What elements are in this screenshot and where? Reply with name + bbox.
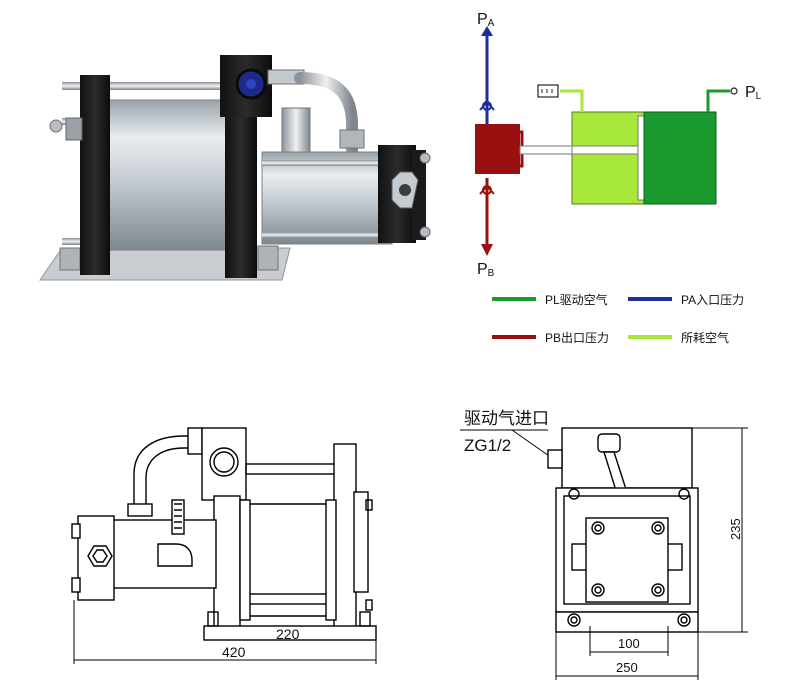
piston: [637, 115, 645, 201]
bent-pipe: [294, 72, 358, 156]
pa-label: PA: [477, 11, 495, 29]
side-hex-nut-inner: [92, 549, 108, 563]
pl-label: PL: [745, 84, 762, 102]
product-photo: [39, 55, 431, 281]
foot-left: [59, 247, 81, 271]
side-tie-rod-top: [245, 463, 337, 475]
booster-end-flange: [412, 150, 426, 240]
schematic: PA PB PL: [475, 11, 762, 279]
pl-pipe: [706, 89, 730, 112]
end-bolt-tl-in: [594, 524, 602, 532]
end-body-inner: [563, 495, 691, 605]
dim-220-label: 220: [276, 626, 300, 642]
end-bolt-tr: [651, 521, 665, 535]
booster-rod-top: [262, 160, 392, 166]
booster-cylinder: [261, 151, 393, 245]
end-base: [555, 611, 699, 633]
dim-100-label: 100: [618, 636, 640, 651]
side-fitting-lines: [174, 503, 182, 529]
side-view-drawing: [71, 427, 377, 664]
side-booster-end-flange: [71, 523, 81, 539]
end-valve-block: [561, 427, 693, 489]
side-end-plate-right: [333, 443, 357, 629]
legend-text-drive-air: PL驱动空气: [545, 292, 608, 307]
end-base-bolt-l: [567, 613, 581, 627]
side-base: [203, 625, 377, 641]
end-bolt-tr-in: [654, 524, 662, 532]
end-base-bolt-r: [677, 613, 691, 627]
end-inlet-fitting: [547, 449, 563, 469]
air-cylinder: [103, 99, 233, 251]
side-base-nub-r: [359, 611, 371, 627]
inlet-thread-label: ZG1/2: [464, 436, 511, 455]
side-hex-nut: [87, 545, 113, 567]
left-cap-strip: [65, 117, 83, 141]
side-pipe-nut-top: [187, 427, 203, 455]
end-base-bolt-l-in: [570, 616, 578, 624]
foot-right: [257, 245, 279, 271]
tie-rod-top: [62, 82, 252, 90]
end-bolt-tl: [591, 521, 605, 535]
muffler: [537, 84, 559, 98]
dim-250-label: 250: [616, 660, 638, 675]
booster-port: [399, 184, 411, 196]
pa-check-ball: [482, 101, 492, 111]
dim-420-label: 420: [222, 644, 246, 660]
left-nut: [49, 119, 63, 133]
end-top-nut-r: [678, 488, 690, 500]
side-tie-rod-bottom: [245, 593, 337, 605]
pb-arrow: [481, 244, 493, 256]
legend: PL驱动空气 PA入口压力 PB出口压力 所耗空气: [492, 292, 744, 345]
end-top-nut-l: [568, 488, 580, 500]
exhaust-pipe: [560, 89, 584, 112]
side-end-plate-right-flange: [353, 491, 369, 593]
legend-text-outlet: PB出口压力: [545, 331, 609, 345]
consumed-air-chamber: [571, 111, 645, 205]
sleeve: [281, 107, 311, 153]
pb-check-ball: [482, 185, 492, 195]
pipe-fitting-bottom: [339, 129, 365, 149]
inner-rod: [571, 145, 639, 155]
booster-rod-bottom: [262, 232, 392, 238]
side-inner-cyl-right: [325, 499, 337, 621]
end-bolt-bl: [591, 583, 605, 597]
side-pipe-inner: [145, 447, 200, 506]
side-inner-cyl-left: [239, 499, 251, 621]
booster-nut-top: [419, 152, 431, 164]
end-bolt-br-in: [654, 586, 662, 594]
end-lever-top: [597, 433, 621, 453]
side-pipe: [133, 435, 200, 506]
end-view-drawing: [460, 427, 748, 680]
legend-text-consumed: 所耗空气: [681, 330, 729, 345]
dim-235-label: 235: [728, 518, 743, 540]
muffler-lines: [541, 89, 553, 93]
side-base-nub-l: [207, 611, 219, 627]
side-elbow: [157, 543, 193, 567]
valve-port-center: [246, 79, 256, 89]
pa-arrow: [481, 26, 493, 36]
legend-text-inlet: PA入口压力: [681, 293, 744, 307]
side-booster-end-flange2: [71, 577, 81, 593]
side-fitting: [171, 499, 185, 535]
end-bolt-br: [651, 583, 665, 597]
pb-label: PB: [477, 261, 495, 279]
side-valve-port-inner: [213, 451, 235, 473]
side-nut-r2: [365, 599, 373, 611]
end-bolt-bl-in: [594, 586, 602, 594]
side-nut-r1: [365, 499, 373, 511]
pl-port: [730, 87, 738, 95]
inlet-leader: [511, 429, 553, 459]
side-end-plate-left: [213, 495, 241, 629]
left-end-cap: [80, 75, 110, 275]
drive-air-chamber: [643, 111, 717, 205]
side-pipe-nut-bottom: [127, 503, 153, 517]
inlet-label: 驱动气进口: [464, 409, 549, 428]
right-end-cap: [225, 110, 257, 278]
booster-nut-bottom: [419, 226, 431, 238]
end-base-bolt-r-in: [680, 616, 688, 624]
